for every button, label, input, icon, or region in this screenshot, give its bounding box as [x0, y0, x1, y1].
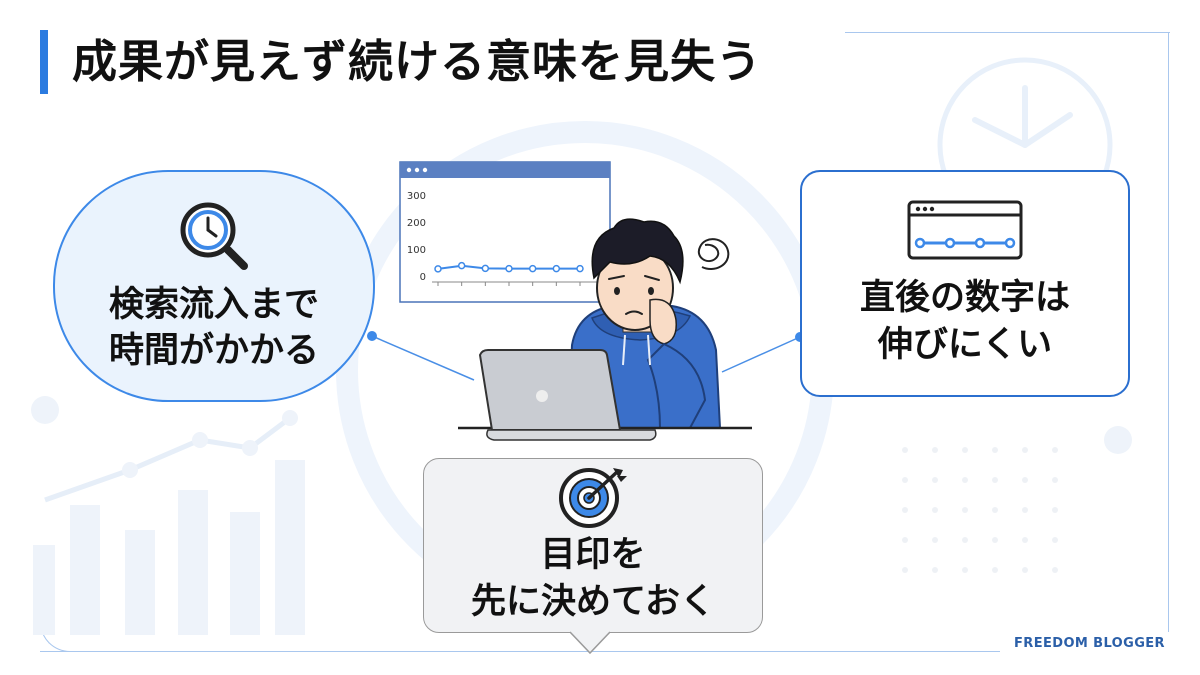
- page-title: 成果が見えず続ける意味を見失う: [72, 35, 763, 88]
- bottom-bubble-tail: [570, 631, 610, 655]
- target-arrow-icon: [559, 468, 627, 529]
- background-bar-chart-icon: [31, 396, 305, 635]
- browser-flat-line-icon: [907, 200, 1023, 260]
- connector-left: [371, 335, 475, 381]
- footer-brand: FREEDOM BLOGGER: [1014, 636, 1165, 651]
- left-bubble-text: 検索流入まで 時間がかかる: [109, 282, 319, 374]
- series-point: [434, 265, 442, 273]
- left-bubble-line: 検索流入まで: [108, 284, 319, 325]
- y-tick-label: 200: [407, 218, 426, 229]
- laptop-illustration: [478, 349, 657, 441]
- series-point: [576, 264, 584, 273]
- background-dot-grid: [902, 447, 1058, 573]
- title-accent-bar: [40, 30, 48, 94]
- confusion-swirl-icon: [697, 238, 730, 270]
- window-dot-icon: [414, 167, 420, 173]
- series-point: [528, 264, 537, 273]
- background-dot: [1104, 426, 1132, 454]
- bottom-bubble-line: 目印を: [540, 535, 646, 576]
- series-point: [552, 264, 561, 273]
- magnifier-clock-icon: [180, 202, 248, 270]
- left-bubble-line: 時間がかかる: [108, 331, 319, 371]
- bottom-bubble-text: 目印を 先に決めておく: [471, 532, 715, 624]
- series-point: [505, 264, 513, 273]
- frame-top-line: [845, 32, 1170, 33]
- series-point: [481, 264, 490, 273]
- left-bubble: 検索流入まで 時間がかかる: [53, 170, 375, 402]
- chart-window: 300 200 100 0: [399, 161, 611, 303]
- window-dot-icon: [422, 167, 428, 173]
- y-tick-label: 300: [407, 191, 426, 202]
- right-bubble-line: 直後の数字は: [859, 278, 1070, 319]
- connector-right: [721, 336, 801, 373]
- connector-left-dot: [367, 331, 377, 341]
- right-bubble: 直後の数字は 伸びにくい: [800, 170, 1130, 397]
- series-point: [457, 261, 466, 270]
- y-tick-label: 100: [407, 245, 426, 256]
- right-bubble-text: 直後の数字は 伸びにくい: [860, 275, 1070, 367]
- laptop-logo-icon: [536, 390, 548, 402]
- bottom-bubble-line: 先に決めておく: [471, 581, 715, 622]
- right-bubble-line: 伸びにくい: [877, 324, 1053, 365]
- y-tick-label: 0: [420, 272, 426, 283]
- bottom-bubble: 目印を 先に決めておく: [423, 458, 763, 633]
- worried-person-illustration: [566, 218, 722, 429]
- frame-right-line: [1168, 32, 1169, 632]
- chart-window-titlebar: [400, 162, 610, 178]
- frame-bottom-line: [40, 651, 1000, 652]
- window-dot-icon: [406, 167, 412, 173]
